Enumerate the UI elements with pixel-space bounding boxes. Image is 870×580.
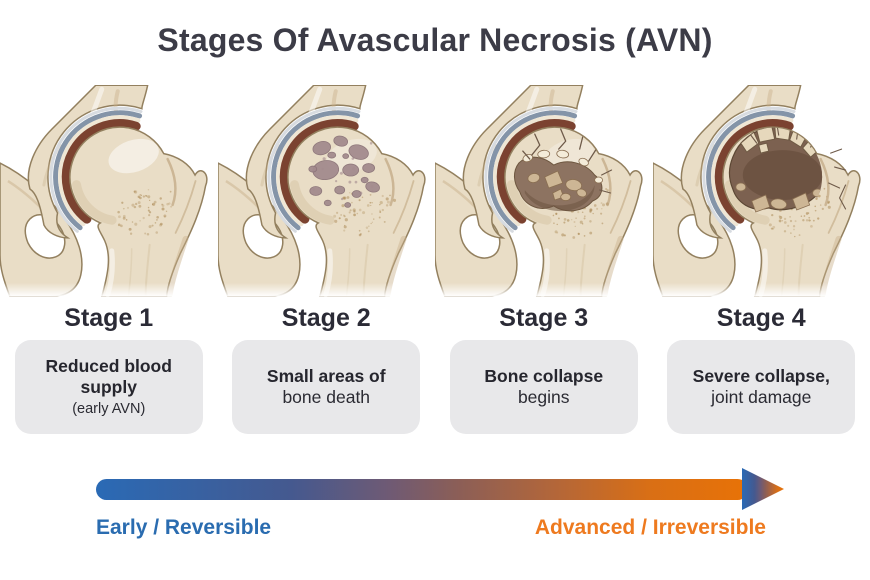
stage-2-subtext: bone death [282, 386, 371, 407]
stage-1-subtext: (early AVN) [72, 400, 146, 417]
hip-illustration-stage-2-icon [217, 85, 435, 297]
stage-3-subtext: begins [517, 386, 570, 407]
stage-1-description-box: Reduced blood supply (early AVN) [14, 340, 203, 434]
hip-illustration-stage-1-icon [0, 85, 218, 297]
stage-column-1: Stage 1 Reduced blood supply (early AVN) [0, 85, 218, 434]
stage-2-label: Stage 2 [281, 304, 371, 332]
stage-3-description: Bone collapse [484, 365, 604, 386]
stage-column-4: Stage 4 Severe collapse, joint damage [652, 85, 870, 434]
stage-4-subtext: joint damage [711, 386, 812, 407]
severity-gradient-arrow-icon [96, 466, 786, 512]
stage-2-description: Small areas of [266, 365, 386, 386]
stage-1-description: Reduced blood supply [45, 355, 172, 397]
stage-1-label: Stage 1 [64, 304, 154, 332]
hip-illustration-stage-4-icon [652, 85, 870, 297]
advanced-irreversible-label: Advanced / Irreversible [534, 516, 766, 539]
stage-3-description-box: Bone collapse begins [449, 340, 638, 434]
hip-illustration-stage-3-icon [435, 85, 653, 297]
stage-4-description: Severe collapse, [692, 365, 830, 386]
stage-2-description-box: Small areas of bone death [232, 340, 421, 434]
stage-columns: Stage 1 Reduced blood supply (early AVN) [0, 85, 870, 434]
stage-column-3: Stage 3 Bone collapse begins [435, 85, 653, 434]
early-reversible-label: Early / Reversible [96, 516, 272, 539]
page-title: Stages Of Avascular Necrosis (AVN) [157, 22, 713, 58]
stage-3-label: Stage 3 [499, 304, 589, 332]
stage-4-label: Stage 4 [716, 304, 806, 332]
stage-4-description-box: Severe collapse, joint damage [667, 340, 856, 434]
stage-column-2: Stage 2 Small areas of bone death [217, 85, 435, 434]
